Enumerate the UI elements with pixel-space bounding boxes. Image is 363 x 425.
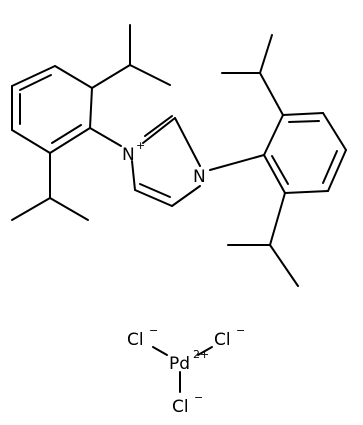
chloride-label-bottom: Cl <box>172 397 189 417</box>
right-aryl-n-bond <box>209 154 265 171</box>
right-aryl-ring <box>263 112 347 194</box>
palladium-chloride-anion: Cl − Cl − Pd 2+ Cl − <box>127 324 245 417</box>
n-label: N <box>193 167 206 187</box>
chloride-charge-left: − <box>149 324 158 337</box>
cation-nitrogen: N <box>193 167 206 187</box>
right-lower-isopropyl <box>227 192 299 287</box>
n-plus-charge: + <box>136 139 145 152</box>
left-aryl-ring <box>11 65 93 154</box>
chloride-label-left: Cl <box>127 330 144 350</box>
chloride-charge-bottom: − <box>194 391 203 404</box>
palladium-label: Pd <box>169 354 190 374</box>
cation-nitrogen-plus: N + <box>122 139 145 165</box>
n-plus-label: N <box>122 145 135 165</box>
right-upper-isopropyl <box>221 34 284 116</box>
left-aryl-n-bond <box>89 127 122 147</box>
chloride-charge-right: − <box>236 324 245 337</box>
chloride-label-right: Cl <box>214 330 231 350</box>
left-lower-isopropyl <box>11 152 89 221</box>
palladium-charge: 2+ <box>193 348 209 361</box>
imidazolium-ring <box>131 115 201 207</box>
left-upper-isopropyl <box>91 24 171 89</box>
